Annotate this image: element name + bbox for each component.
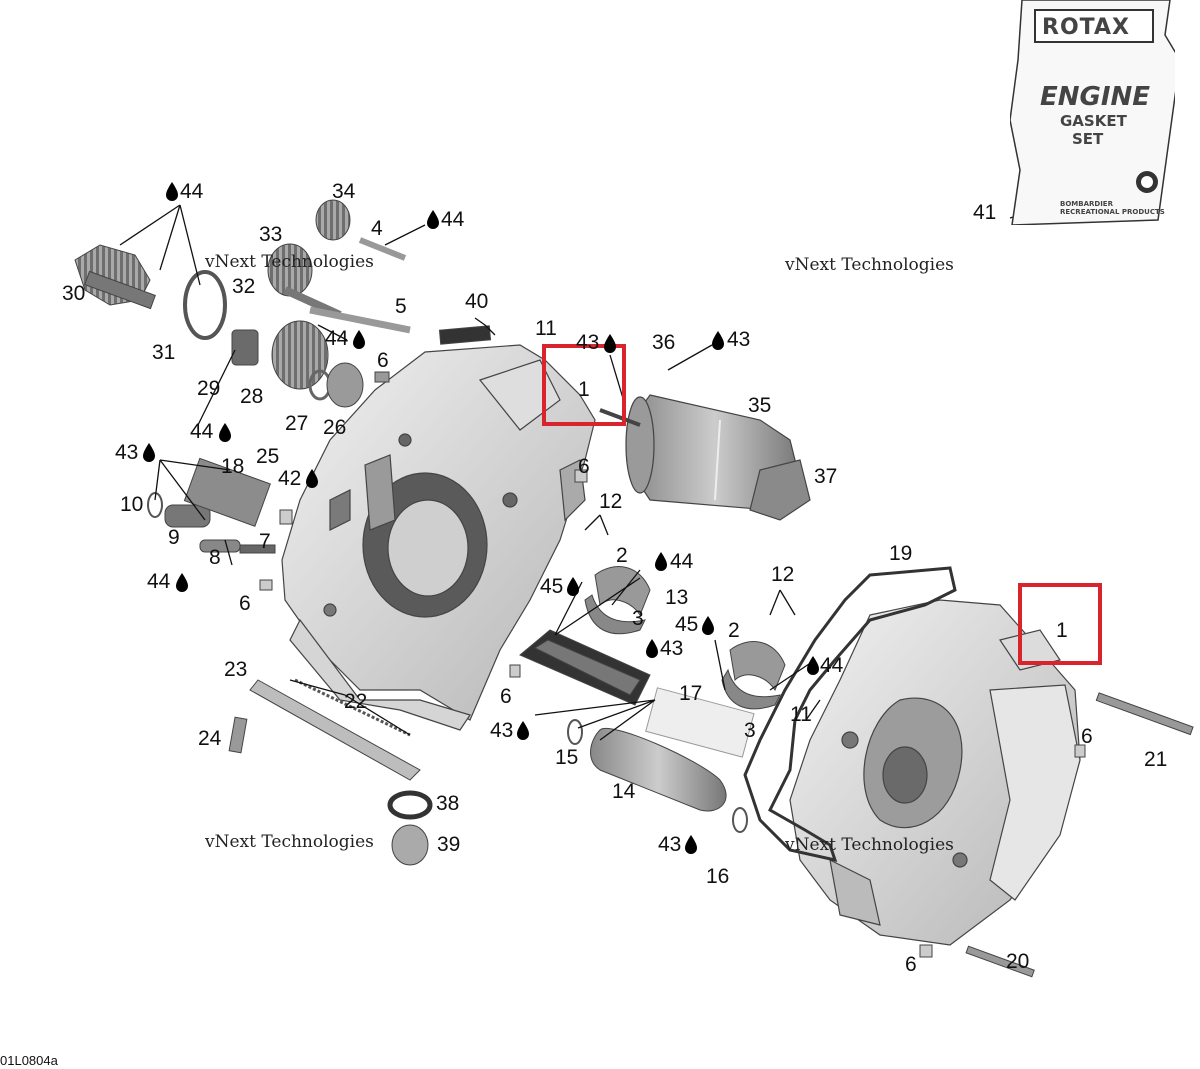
callout-44[interactable]: 44: [147, 570, 171, 593]
callout-6[interactable]: 6: [500, 685, 512, 708]
callout-43[interactable]: 43: [658, 833, 682, 856]
callout-43[interactable]: 43: [576, 331, 600, 354]
callout-8[interactable]: 8: [209, 546, 221, 569]
callout-36[interactable]: 36: [652, 331, 676, 354]
highlight-label: 1: [578, 378, 590, 401]
callout-44[interactable]: 44: [190, 420, 214, 443]
callout-20[interactable]: 20: [1006, 950, 1030, 973]
callout-3[interactable]: 3: [632, 607, 644, 630]
callout-29[interactable]: 29: [197, 377, 221, 400]
callout-44[interactable]: 44: [820, 654, 844, 677]
highlight-label: 1: [1056, 619, 1068, 642]
callout-41[interactable]: 41: [973, 201, 997, 224]
callout-31[interactable]: 31: [152, 341, 176, 364]
callout-22[interactable]: 22: [344, 690, 368, 713]
crankcase-right: [789, 599, 1081, 946]
callout-44[interactable]: 44: [670, 550, 694, 573]
callout-37[interactable]: 37: [814, 465, 838, 488]
highlight-box-crankcase-right[interactable]: 1: [1018, 583, 1102, 665]
callout-26[interactable]: 26: [323, 416, 347, 439]
gasket-bag-line1: ENGINE: [1040, 82, 1151, 112]
callout-45[interactable]: 45: [540, 575, 564, 598]
callout-2[interactable]: 2: [616, 544, 628, 567]
callout-30[interactable]: 30: [62, 282, 86, 305]
callout-6[interactable]: 6: [905, 953, 917, 976]
gasket-bag-footer2: RECREATIONAL PRODUCTS: [1060, 208, 1165, 216]
callout-10[interactable]: 10: [120, 493, 144, 516]
callout-19[interactable]: 19: [889, 542, 913, 565]
callout-6[interactable]: 6: [377, 349, 389, 372]
highlight-box-crankcase-left[interactable]: 1: [542, 344, 626, 426]
watermark: vNext Technologies: [785, 255, 954, 275]
callout-33[interactable]: 33: [259, 223, 283, 246]
callout-6[interactable]: 6: [1081, 725, 1093, 748]
callout-18[interactable]: 18: [221, 455, 245, 478]
watermark: vNext Technologies: [205, 252, 374, 272]
starter-motor: [599, 394, 811, 521]
gasket-bag-footer1: BOMBARDIER: [1060, 200, 1113, 208]
callout-13[interactable]: 13: [665, 586, 689, 609]
callout-43[interactable]: 43: [115, 441, 139, 464]
callout-4[interactable]: 4: [371, 217, 383, 240]
callout-32[interactable]: 32: [232, 275, 256, 298]
callout-9[interactable]: 9: [168, 526, 180, 549]
callout-45[interactable]: 45: [675, 613, 699, 636]
oil-pump-parts: [147, 457, 293, 591]
callout-6[interactable]: 6: [578, 455, 590, 478]
callout-40[interactable]: 40: [465, 290, 489, 313]
callout-44[interactable]: 44: [441, 208, 465, 231]
callout-17[interactable]: 17: [679, 682, 703, 705]
callout-21[interactable]: 21: [1144, 748, 1168, 771]
callout-34[interactable]: 34: [332, 180, 356, 203]
oil-strainer: [228, 678, 433, 866]
callout-39[interactable]: 39: [437, 833, 461, 856]
callout-24[interactable]: 24: [198, 727, 222, 750]
callout-11[interactable]: 11: [790, 703, 812, 726]
gasket-bag-brand: ROTAX: [1042, 15, 1130, 40]
gasket-set-package: ROTAX ENGINE GASKET SET BOMBARDIER RECRE…: [1010, 0, 1175, 225]
callout-43[interactable]: 43: [727, 328, 751, 351]
callout-11[interactable]: 11: [535, 317, 557, 340]
callout-43[interactable]: 43: [660, 637, 684, 660]
watermark: vNext Technologies: [205, 832, 374, 852]
gasket-bag-line3: SET: [1072, 130, 1104, 148]
callout-25[interactable]: 25: [256, 445, 280, 468]
callout-44[interactable]: 44: [180, 180, 204, 203]
callout-43[interactable]: 43: [490, 719, 514, 742]
callout-16[interactable]: 16: [706, 865, 730, 888]
callout-28[interactable]: 28: [240, 385, 264, 408]
callout-15[interactable]: 15: [555, 746, 579, 769]
callout-14[interactable]: 14: [612, 780, 636, 803]
callout-3[interactable]: 3: [744, 719, 756, 742]
callout-12[interactable]: 12: [599, 490, 623, 513]
callout-12[interactable]: 12: [771, 563, 795, 586]
drive-gears: [74, 199, 492, 408]
watermark: vNext Technologies: [785, 835, 954, 855]
callout-44[interactable]: 44: [325, 327, 349, 350]
figure-code: 01L0804a: [0, 1053, 58, 1068]
callout-42[interactable]: 42: [278, 467, 302, 490]
callout-6[interactable]: 6: [239, 592, 251, 615]
callout-38[interactable]: 38: [436, 792, 460, 815]
crankcase-left: [281, 344, 596, 731]
callout-5[interactable]: 5: [395, 295, 407, 318]
callout-7[interactable]: 7: [259, 530, 271, 553]
callout-23[interactable]: 23: [224, 658, 248, 681]
callout-27[interactable]: 27: [285, 412, 309, 435]
gasket-bag-outline: [1010, 0, 1175, 225]
callout-35[interactable]: 35: [748, 394, 772, 417]
gasket-bag-line2: GASKET: [1060, 112, 1127, 130]
callout-2[interactable]: 2: [728, 619, 740, 642]
gasket-19: [743, 566, 957, 863]
bearing-shells: [509, 469, 1194, 978]
